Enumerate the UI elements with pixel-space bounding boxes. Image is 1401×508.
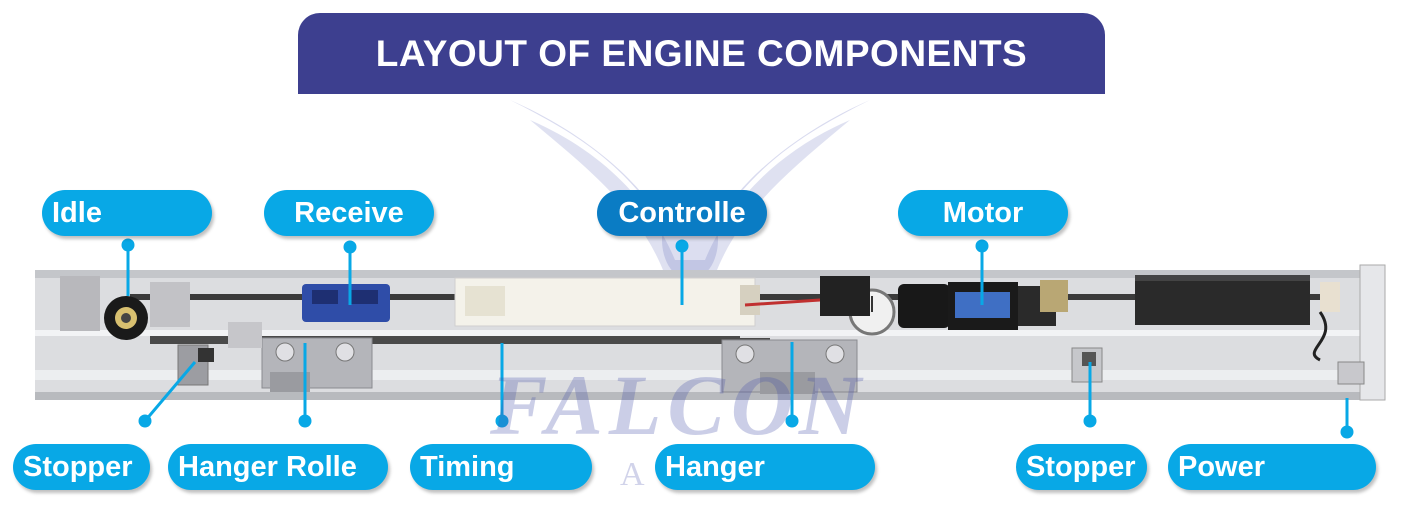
label-stopper-left: Stopper — [13, 444, 150, 490]
label-motor: Motor — [898, 190, 1068, 236]
title-banner: LAYOUT OF ENGINE COMPONENTS — [298, 13, 1105, 94]
label-hanger-roller: Hanger Rolle — [168, 444, 388, 490]
brand-watermark: FALCON — [490, 357, 867, 453]
label-power: Power — [1168, 444, 1376, 490]
label-controller: Controlle — [597, 190, 767, 236]
label-idle: Idle — [42, 190, 212, 236]
label-hanger: Hanger — [655, 444, 875, 490]
power-supply — [1135, 275, 1310, 325]
label-timing: Timing — [410, 444, 592, 490]
page-title: LAYOUT OF ENGINE COMPONENTS — [375, 32, 1028, 74]
leader-lines — [121, 238, 1354, 439]
label-receive: Receive — [264, 190, 434, 236]
label-stopper-right: Stopper — [1016, 444, 1147, 490]
motor-body — [898, 284, 950, 328]
belt-lower — [150, 336, 740, 344]
